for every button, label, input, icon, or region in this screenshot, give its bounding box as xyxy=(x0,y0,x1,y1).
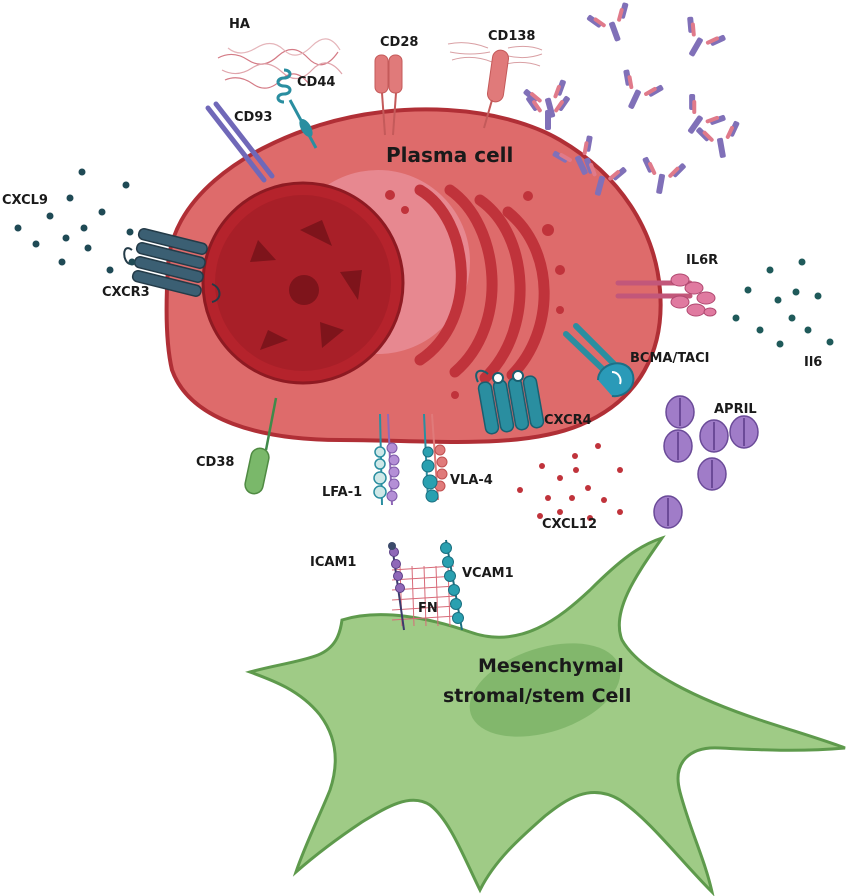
cd28-label: CD28 xyxy=(380,35,418,50)
cd38-receptor xyxy=(244,397,278,495)
cxcr4-label: CXCR4 xyxy=(544,413,592,428)
cd93-label: CD93 xyxy=(234,110,272,125)
vcam1-label: VCAM1 xyxy=(462,566,514,581)
antibody-icon xyxy=(526,95,570,130)
icam1-ligand xyxy=(388,542,405,631)
april-ligands xyxy=(653,395,759,529)
cd38-label: CD38 xyxy=(196,455,234,470)
lfa1-integrin xyxy=(373,413,400,506)
vla4-label: VLA-4 xyxy=(450,473,493,488)
antibody-icon xyxy=(696,121,740,158)
cd28-receptor xyxy=(374,54,403,136)
plasma-cell: Plasma cell xyxy=(164,107,663,444)
golgi-stack xyxy=(414,184,550,384)
cd44-receptor xyxy=(276,68,318,149)
vla4-integrin xyxy=(421,413,448,503)
april-icon xyxy=(729,415,759,449)
vcam1-ligand xyxy=(440,539,464,631)
ha-fibers xyxy=(217,38,343,89)
icam1-label: ICAM1 xyxy=(310,555,356,570)
bcma-taci-label: BCMA/TACI xyxy=(630,351,710,366)
msc-nucleus xyxy=(469,643,621,737)
il6r-receptor xyxy=(615,273,717,317)
chromatin xyxy=(250,220,362,350)
ha-label: HA xyxy=(229,17,250,32)
april-icon xyxy=(665,395,695,429)
vesicles xyxy=(385,190,565,399)
antibody-icon xyxy=(586,2,629,42)
antibody-icon xyxy=(623,69,664,109)
antibody-icon xyxy=(584,157,627,196)
bcma-taci-receptor xyxy=(563,323,635,398)
cxcr3-receptor xyxy=(123,227,221,303)
april-icon xyxy=(663,429,693,463)
antibody-icon xyxy=(523,79,566,118)
antibody-icon xyxy=(688,94,726,134)
april-icon xyxy=(697,457,727,491)
fn-label: FN xyxy=(418,601,438,616)
cxcl9-label: CXCL9 xyxy=(2,193,48,208)
msc-cell xyxy=(245,535,846,896)
antibody-icon xyxy=(642,157,686,194)
il6r-label: IL6R xyxy=(686,253,718,268)
april-icon xyxy=(699,419,729,453)
lfa1-label: LFA-1 xyxy=(322,485,362,500)
il6-cytokines xyxy=(732,258,834,348)
cxcl12-chemokines xyxy=(517,443,623,521)
cxcr3-label: CXCR3 xyxy=(102,285,150,300)
msc-label-line2: stromal/stem Cell xyxy=(443,685,631,707)
cxcl9-chemokines xyxy=(14,168,134,274)
plasma-cell-label: Plasma cell xyxy=(386,143,513,167)
antibody-icon xyxy=(552,135,593,175)
cxcr4-receptor xyxy=(475,369,545,435)
cd138-label: CD138 xyxy=(488,29,535,44)
cd93-receptor xyxy=(205,101,275,183)
msc-label-line1: Mesenchymal xyxy=(478,655,624,677)
antibody-icon xyxy=(687,16,726,57)
april-icon xyxy=(653,495,683,529)
april-label: APRIL xyxy=(714,402,757,417)
il6-label: Il6 xyxy=(804,355,822,370)
antibodies xyxy=(523,2,740,196)
cd138-receptor xyxy=(447,42,543,129)
cd44-label: CD44 xyxy=(297,75,335,90)
cxcl12-label: CXCL12 xyxy=(542,517,597,532)
